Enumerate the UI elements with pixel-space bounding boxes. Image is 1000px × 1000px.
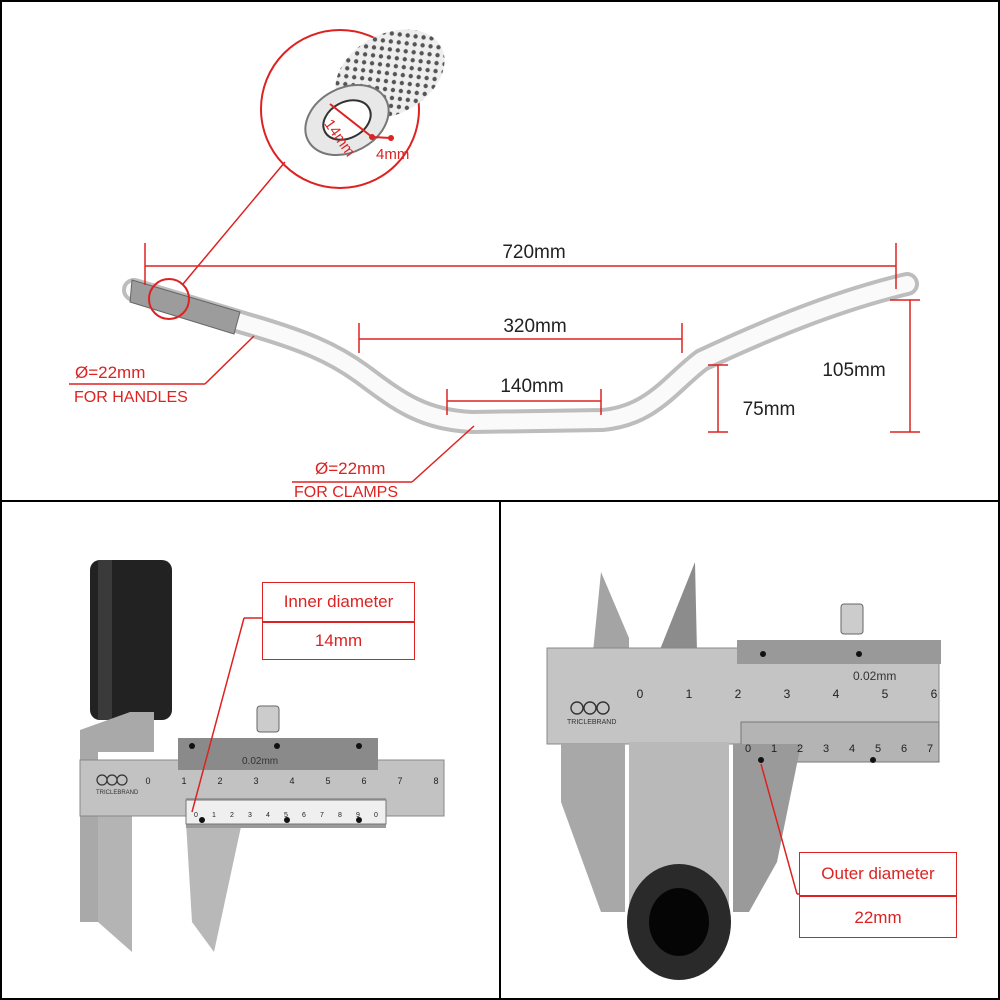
main-scale-label: 6 [361, 776, 366, 786]
inner-diameter-photo-panel: 0 1 2 3 4 5 6 7 8 0 1 2 3 4 5 6 7 8 9 0 0.02mm TRICLEBRAND… [0, 502, 500, 1000]
clamp-diameter-label: Ø=22mm [315, 459, 385, 478]
outer-diameter-photo-panel: 0 1 2 3 4 5 6 0 1 2 3 4 5 6 7 0.02mm TRICLEBRAND Oute… [500, 502, 1000, 1000]
caliper-fixed-jaw [80, 712, 154, 922]
main-scale-label: 5 [325, 776, 330, 786]
dimension-720 [144, 243, 897, 289]
outer-diameter-callout: Outer diameter 22mm [799, 852, 957, 938]
caliper-lower-jaw-fixed [98, 802, 132, 952]
main-scale-label: 6 [931, 687, 938, 701]
main-scale-label: 1 [181, 776, 186, 786]
main-scale-label: 3 [253, 776, 258, 786]
main-scale-label: 4 [833, 687, 840, 701]
vernier-scale-label: 0 [194, 812, 198, 819]
zoom-wall-label: 4mm [376, 146, 409, 163]
vernier-precision-label: 0.02mm [242, 756, 278, 767]
caliper-inner-photo: 0 1 2 3 4 5 6 7 8 0 1 2 3 4 5 6 7 8 9 0 0.02mm TRICLEBRAND [79, 560, 445, 952]
vernier-scale-label: 3 [823, 743, 829, 755]
handlebar-dimension-panel: 14mm 4mm 720mm 320mm 140mm [0, 0, 1000, 502]
rise-total-label: 105mm [822, 360, 885, 381]
knurled-grip-section [129, 279, 241, 335]
caliper-slider [737, 640, 941, 664]
vernier-scale-label: 5 [284, 812, 288, 819]
callout-value: 22mm [854, 907, 902, 927]
caliper-outer-photo: 0 1 2 3 4 5 6 0 1 2 3 4 5 6 7 0.02mm TRICLEBRAND [546, 562, 941, 980]
thumb-screw [840, 603, 864, 635]
main-scale-label: 0 [637, 687, 644, 701]
vernier-scale-label: 0 [374, 812, 378, 819]
caliper-upper-jaw-right [659, 562, 697, 652]
vernier-scale-label: 8 [338, 812, 342, 819]
main-scale-label: 2 [735, 687, 742, 701]
thumb-screw [256, 705, 280, 733]
main-scale-label: 4 [289, 776, 294, 786]
vernier-scale-label: 3 [248, 812, 252, 819]
main-scale-label: 0 [145, 776, 150, 786]
vernier-scale-label: 2 [797, 743, 803, 755]
caliper-lower-jaw-right [733, 744, 801, 912]
dimension-105 [890, 299, 920, 433]
callout-value: 14mm [314, 631, 363, 650]
vernier-scale-label: 1 [771, 743, 777, 755]
handle-diameter-label: Ø=22mm [75, 363, 145, 382]
vernier-scale-label: 7 [927, 743, 933, 755]
main-scale-label: 1 [686, 687, 693, 701]
vernier-scale-label: 2 [230, 812, 234, 819]
vernier-scale-label: 0 [745, 743, 751, 755]
main-scale-label: 3 [784, 687, 791, 701]
vernier-scale-label: 9 [356, 812, 360, 819]
caliper-lower-jaw-moving [186, 822, 242, 952]
zoom-source-circle [148, 278, 190, 320]
rise-span-label: 320mm [503, 316, 566, 337]
rise-clamp-label: 75mm [743, 399, 796, 420]
vernier-precision-label: 0.02mm [853, 669, 896, 683]
vernier-scale-label: 6 [302, 812, 306, 819]
total-width-label: 720mm [502, 242, 565, 263]
handlebar-diagram: 14mm 4mm 720mm 320mm 140mm [69, 29, 920, 501]
main-scale-label: 7 [397, 776, 402, 786]
dimension-140 [446, 389, 602, 415]
clamp-note-label: FOR CLAMPS [294, 484, 398, 501]
main-scale-label: 5 [882, 687, 889, 701]
vernier-scale-label: 6 [901, 743, 907, 755]
brand-label: TRICLEBRAND [567, 719, 616, 726]
zoom-tube-end [304, 29, 445, 157]
vernier-scale-label: 4 [849, 743, 855, 755]
vernier-scale-label: 1 [212, 812, 216, 819]
main-scale-label: 2 [217, 776, 222, 786]
vernier-scale-label: 4 [266, 812, 270, 819]
callout-title: Inner diameter [283, 592, 394, 611]
inner-diameter-callout: Inner diameter 14mm [262, 582, 415, 660]
caliper-upper-jaw-left [593, 572, 629, 652]
caliper-lower-jaw-left [561, 744, 625, 912]
brand-logo-icon [96, 774, 128, 786]
vernier-scale-label: 7 [320, 812, 324, 819]
brand-label: TRICLEBRAND [96, 790, 139, 796]
dimension-75 [708, 364, 728, 433]
vernier-scale-label: 5 [875, 743, 881, 755]
callout-title: Outer diameter [821, 864, 935, 883]
brand-logo-icon [570, 701, 610, 715]
dimension-320 [358, 323, 683, 353]
handle-note-label: FOR HANDLES [74, 389, 188, 406]
clamp-span-label: 140mm [500, 376, 563, 397]
main-scale-label: 8 [433, 776, 438, 786]
